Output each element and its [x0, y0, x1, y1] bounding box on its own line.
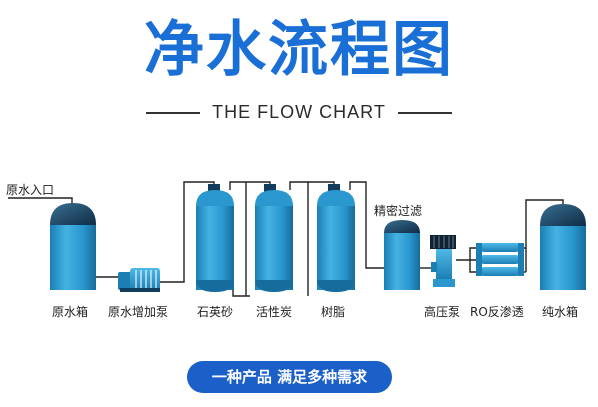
stage-label-resin: 树脂	[321, 305, 346, 319]
precision-filter-label: 精密过滤	[374, 204, 423, 218]
subtitle-divider-right	[398, 112, 452, 114]
pipe-carbon-to-resin	[289, 181, 309, 296]
stage-label-raw-tank: 原水箱	[52, 305, 89, 319]
booster-pump	[118, 268, 160, 292]
inlet-label: 原水入口	[6, 183, 55, 197]
stage-label-ro: RO反渗透	[470, 305, 524, 319]
ro-membranes	[476, 243, 524, 276]
quartz-sand-tank	[196, 184, 234, 292]
stage-label-quartz-sand: 石英砂	[197, 305, 234, 319]
stage-label-high-pressure-pump: 高压泵	[424, 305, 461, 319]
page-subtitle: THE FLOW CHART	[212, 102, 386, 122]
stage-label-activated-carbon: 活性炭	[256, 305, 293, 319]
subtitle-divider-left	[146, 112, 200, 114]
pipe-sand-bottom	[232, 280, 250, 297]
subtitle-row: THE FLOW CHART	[0, 101, 598, 123]
activated-carbon-tank	[255, 184, 293, 292]
stage-label-booster-pump: 原水增加泵	[108, 305, 169, 319]
high-pressure-pump	[430, 235, 456, 287]
pipe-resin-to-filter	[349, 181, 384, 269]
resin-tank	[317, 184, 355, 292]
pure-water-tank	[540, 204, 586, 290]
stage-label-pure-tank: 纯水箱	[542, 305, 579, 319]
precision-filter	[384, 220, 420, 290]
tagline-badge: 一种产品 满足多种需求	[187, 361, 392, 393]
raw-water-tank	[50, 203, 96, 290]
page-title: 净水流程图	[144, 15, 454, 85]
